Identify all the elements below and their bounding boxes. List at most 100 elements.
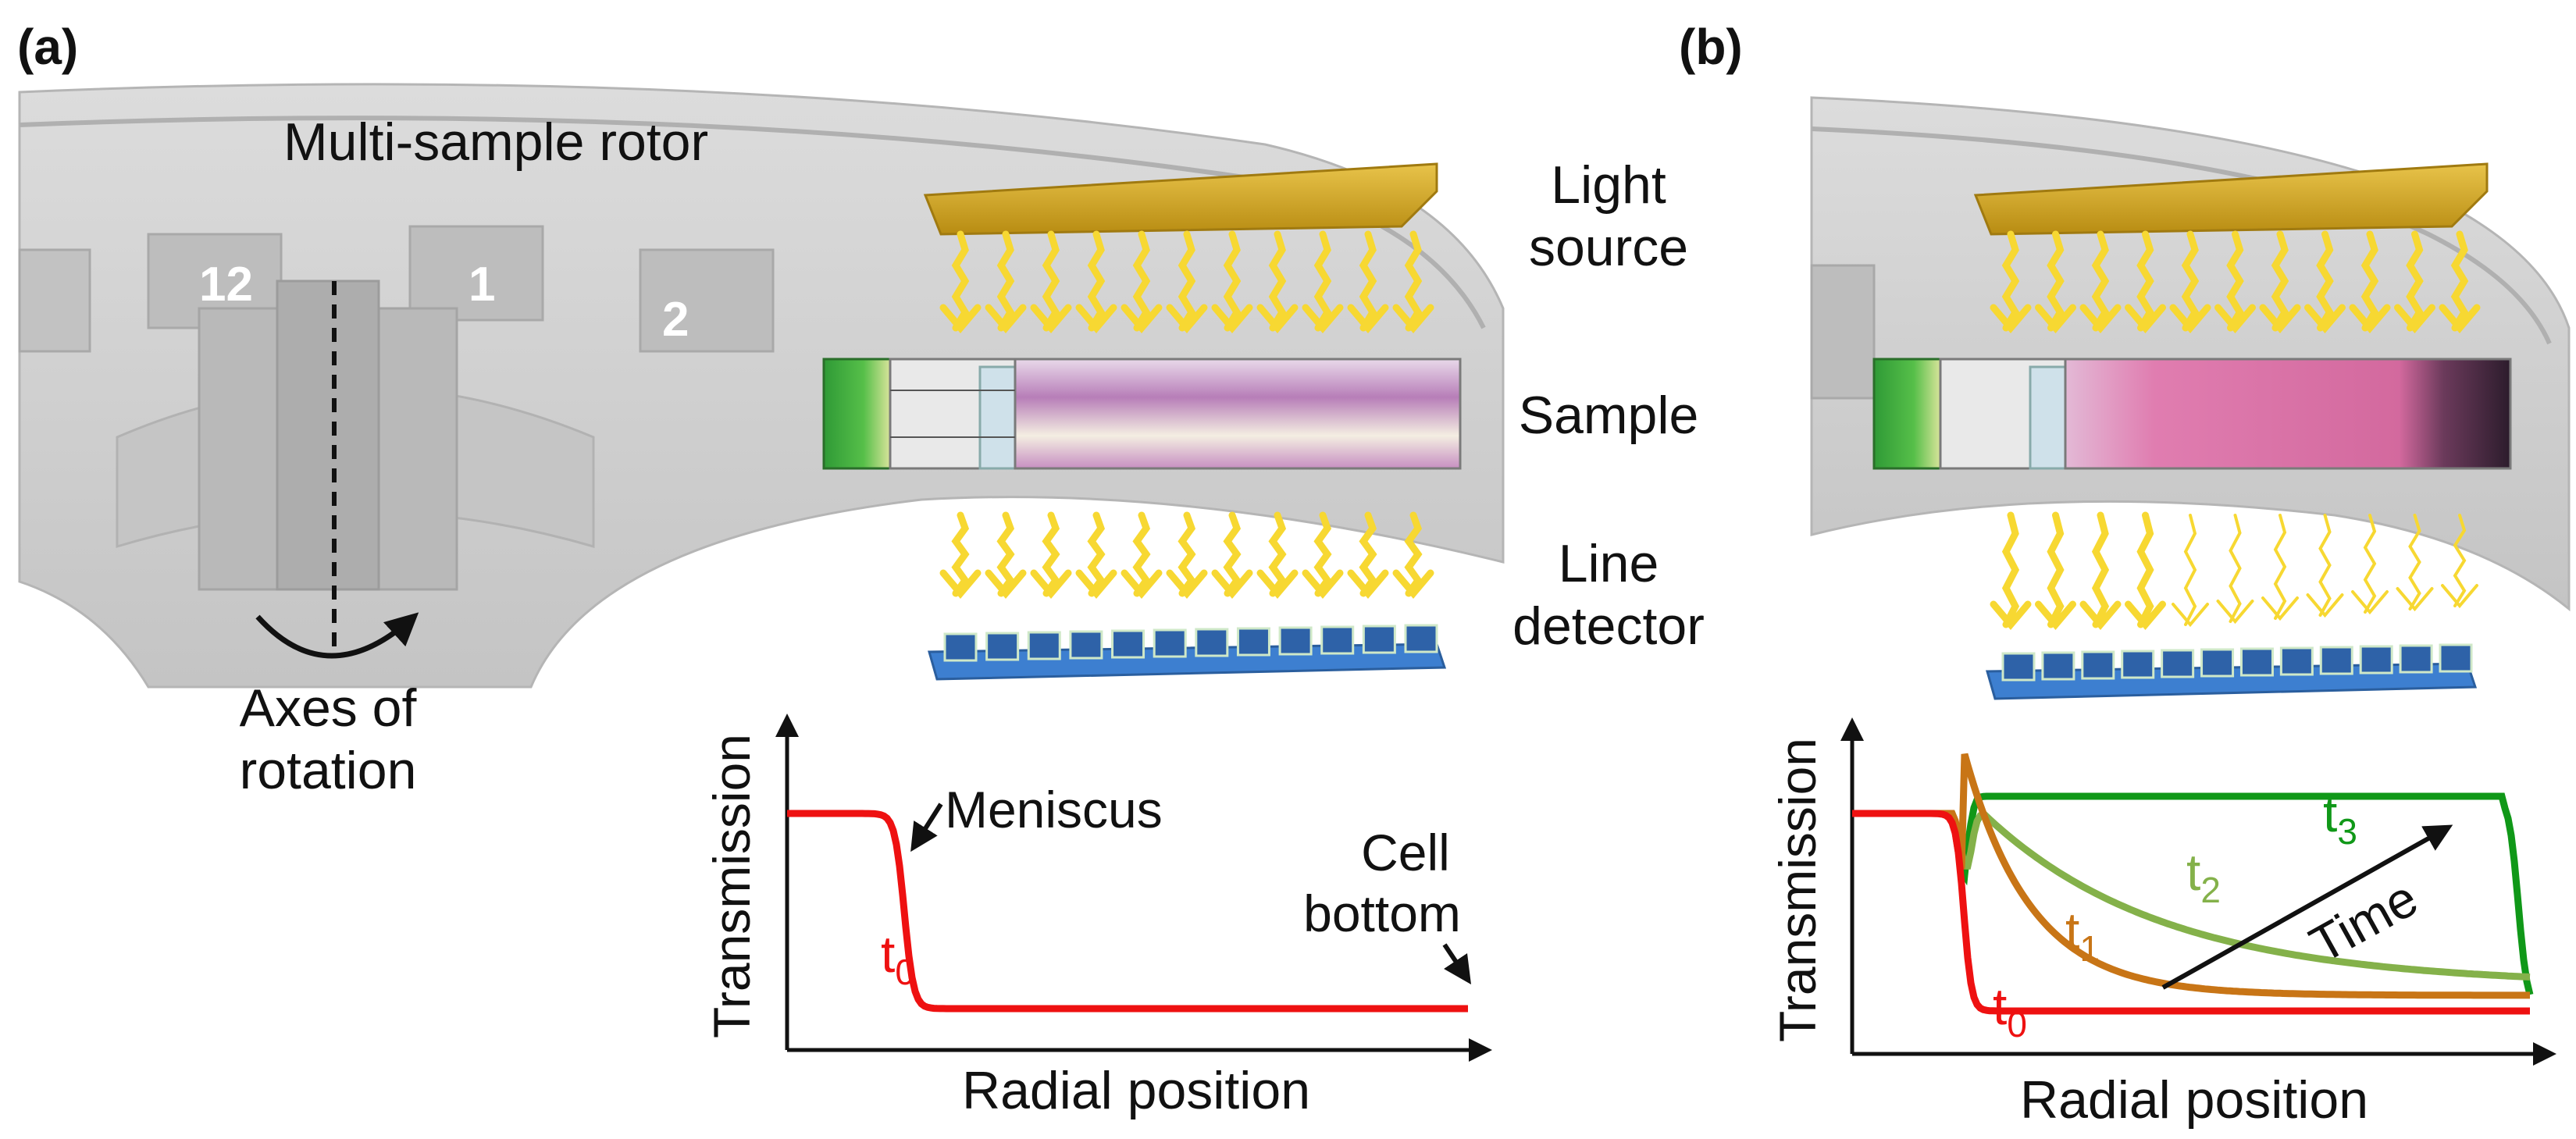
detector-pixel bbox=[1404, 624, 1438, 653]
detector-pixel bbox=[2041, 651, 2075, 681]
light-beam bbox=[1121, 511, 1163, 599]
light-beams-top bbox=[939, 230, 1434, 333]
detector-pixel bbox=[1362, 625, 1396, 654]
light-beam bbox=[2351, 514, 2389, 615]
rotation-arrow bbox=[255, 612, 419, 659]
light-beam bbox=[1392, 230, 1434, 333]
meniscus-arrow bbox=[910, 803, 943, 852]
cell-window-left-b bbox=[1872, 358, 1942, 470]
light-beam bbox=[2169, 230, 2211, 333]
light-beams-bottom bbox=[939, 511, 1434, 599]
cell-divider-b bbox=[2029, 365, 2067, 470]
detector-pixel bbox=[985, 632, 1020, 661]
light-beam bbox=[2394, 230, 2435, 333]
slot-2 bbox=[639, 248, 775, 353]
curve-t1 bbox=[1852, 753, 2530, 999]
detector-pixel bbox=[1236, 627, 1270, 657]
curve-t0-a bbox=[787, 810, 1468, 1013]
light-beam bbox=[2304, 230, 2346, 333]
light-beam bbox=[1256, 511, 1299, 599]
time-arrow bbox=[2161, 824, 2453, 990]
detector-pixel bbox=[1320, 625, 1355, 655]
detector-pixel bbox=[2279, 646, 2314, 676]
light-beam bbox=[1347, 511, 1389, 599]
detector-pixel bbox=[1195, 628, 1229, 657]
panel-a-tag: (a) bbox=[17, 19, 78, 75]
light-beam bbox=[939, 511, 982, 599]
slot-label-2: 2 bbox=[662, 293, 689, 347]
light-beam bbox=[1166, 511, 1208, 599]
detector-pixel bbox=[1153, 628, 1187, 658]
curve-t3-label: t3 bbox=[2323, 785, 2357, 852]
detector-pixel bbox=[1111, 629, 1145, 659]
curve-t0-label-a: t0 bbox=[881, 925, 915, 992]
axes-label-line2: rotation bbox=[240, 741, 417, 800]
light-beam bbox=[2216, 514, 2254, 625]
detector-pixel bbox=[2081, 650, 2115, 680]
light-beam bbox=[2079, 230, 2122, 333]
curve-t2-label: t2 bbox=[2186, 843, 2221, 910]
detector-pixels-b bbox=[2001, 643, 2473, 682]
curve-t2 bbox=[1852, 809, 2531, 981]
meniscus-label: Meniscus bbox=[945, 781, 1163, 838]
plot-a-ylabel: Transmission bbox=[703, 734, 761, 1038]
rotor-hub-core bbox=[276, 279, 380, 591]
light-beam bbox=[2035, 511, 2076, 630]
light-beam bbox=[1075, 230, 1117, 333]
light-source-bar bbox=[923, 162, 1438, 236]
sample-label: Sample bbox=[1519, 386, 1699, 445]
detector-pixel bbox=[943, 632, 978, 662]
slot-1 bbox=[408, 225, 544, 322]
detector-pixel bbox=[2359, 645, 2393, 675]
light-beam bbox=[1392, 511, 1434, 599]
cell-bottom-label-2: bottom bbox=[1303, 885, 1461, 942]
light-beam bbox=[1347, 230, 1389, 333]
detector-pixel bbox=[2001, 652, 2036, 682]
slot-left bbox=[18, 248, 91, 353]
light-beam bbox=[2125, 230, 2166, 333]
curve-t0-b bbox=[1852, 810, 2530, 1015]
slot-b-left bbox=[1810, 264, 1876, 400]
light-beams-top-b bbox=[1990, 230, 2481, 333]
light-beam bbox=[2441, 514, 2478, 609]
light-beam bbox=[939, 230, 982, 333]
detector-pixel bbox=[2200, 648, 2235, 678]
light-beam bbox=[1990, 230, 2032, 333]
light-beam bbox=[2172, 514, 2209, 628]
light-beam bbox=[1990, 511, 2032, 630]
plot-b-ylabel: Transmission bbox=[1769, 738, 1826, 1042]
slot-label-12: 12 bbox=[199, 258, 253, 311]
time-label: Time bbox=[2300, 869, 2427, 974]
plot-a: Transmission Radial position t0 Meniscus… bbox=[703, 714, 1492, 1120]
detector-pixel bbox=[1069, 630, 1103, 660]
cell-window-left bbox=[822, 358, 892, 470]
light-beam bbox=[1211, 230, 1253, 333]
detector-pixel bbox=[1027, 631, 1061, 660]
rotor-rim bbox=[19, 116, 1486, 329]
light-beam bbox=[985, 230, 1027, 333]
light-beam bbox=[1302, 511, 1344, 599]
light-beam bbox=[1030, 511, 1072, 599]
sample-cell bbox=[822, 358, 1462, 470]
slot-label-1: 1 bbox=[469, 258, 495, 311]
light-beams-bottom-b bbox=[1990, 511, 2478, 630]
plot-b: Transmission Radial position t0 t1 t2 t3… bbox=[1769, 717, 2556, 1130]
detector-pixels bbox=[943, 624, 1438, 662]
panel-b-tag: (b) bbox=[1679, 19, 1743, 75]
detector-pixel bbox=[2439, 643, 2473, 673]
light-source-bar-b bbox=[1973, 162, 2489, 236]
cell-bottom-label-1: Cell bbox=[1361, 824, 1450, 881]
light-source-label-2: source bbox=[1529, 218, 1688, 277]
light-beam bbox=[2261, 514, 2299, 621]
detector-pixel bbox=[2319, 646, 2353, 675]
curve-t3 bbox=[1852, 792, 2534, 996]
light-beam bbox=[2349, 230, 2391, 333]
cell-divider bbox=[978, 365, 1017, 470]
axes-label-line1: Axes of bbox=[240, 678, 417, 738]
cell-sample bbox=[1014, 358, 1462, 470]
detector-pixel bbox=[1278, 626, 1313, 656]
detector-pixel bbox=[2121, 650, 2155, 679]
curve-t0-label-b: t0 bbox=[1993, 977, 2027, 1045]
detector-label-2: detector bbox=[1512, 596, 1705, 656]
light-beam bbox=[2439, 230, 2481, 333]
